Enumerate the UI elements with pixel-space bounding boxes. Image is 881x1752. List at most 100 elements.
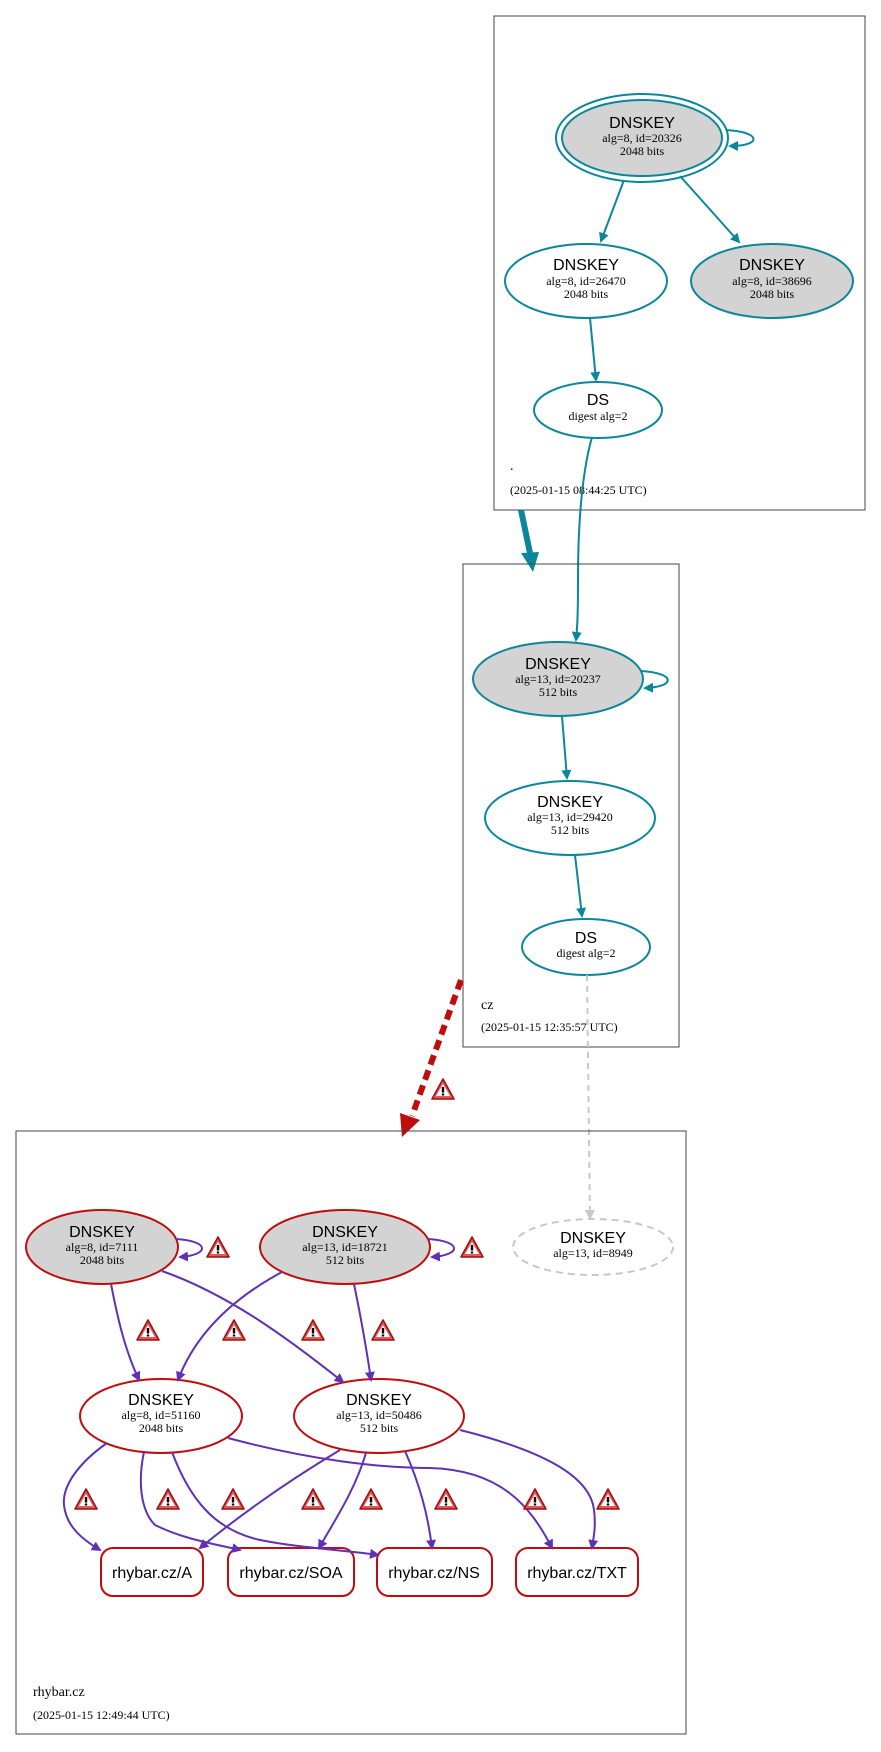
zone-cz-time: (2025-01-15 12:35:57 UTC) <box>481 1020 618 1034</box>
warning-icon <box>221 1488 245 1510</box>
delegation-root-cz-arrowhead <box>521 552 539 572</box>
edge-50486-txt <box>459 1429 599 1550</box>
root-ksk-node[interactable]: DNSKEY alg=8, id=20326 2048 bits <box>555 93 729 183</box>
rrset-soa-label: rhybar.cz/SOA <box>239 1565 342 1582</box>
rrset-txt-label: rhybar.cz/TXT <box>527 1565 627 1582</box>
rhybar-key-51160-bits: 2048 bits <box>139 1421 184 1435</box>
zone-root-time: (2025-01-15 08:44:25 UTC) <box>510 483 647 497</box>
root-ksk-alg: alg=8, id=20326 <box>602 131 682 145</box>
zone-root-label: . <box>510 459 514 474</box>
edge-root-ksk-38696 <box>679 175 741 244</box>
warning-icon <box>222 1319 246 1341</box>
cz-ds-digest: digest alg=2 <box>556 946 615 960</box>
rhybar-key-50486-title: DNSKEY <box>346 1392 412 1409</box>
delegation-cz-rhybar <box>409 978 464 1118</box>
cz-zsk-node[interactable]: DNSKEY alg=13, id=29420 512 bits <box>484 780 656 856</box>
edge-51160-txt <box>227 1437 553 1550</box>
warning-icon <box>460 1236 484 1258</box>
cz-zsk-alg: alg=13, id=29420 <box>527 810 613 824</box>
warning-icon <box>523 1488 547 1510</box>
warning-icon <box>156 1488 180 1510</box>
zone-rhybar-time: (2025-01-15 12:49:44 UTC) <box>33 1708 170 1722</box>
zone-rhybar-box <box>15 1130 687 1735</box>
edge-51160-soa <box>139 1451 242 1553</box>
rrset-soa-node[interactable]: rhybar.cz/SOA <box>227 1547 355 1597</box>
root-key-38696-node[interactable]: DNSKEY alg=8, id=38696 2048 bits <box>690 243 854 319</box>
cz-ksk-node[interactable]: DNSKEY alg=13, id=20237 512 bits <box>472 641 644 717</box>
edge-51160-a <box>62 1442 108 1552</box>
rhybar-key-18721-alg: alg=13, id=18721 <box>302 1240 388 1254</box>
cz-ds-title: DS <box>575 930 597 947</box>
rhybar-key-51160-node[interactable]: DNSKEY alg=8, id=51160 2048 bits <box>79 1378 243 1454</box>
rhybar-key-7111-alg: alg=8, id=7111 <box>66 1240 139 1254</box>
root-zsk-bits: 2048 bits <box>564 287 609 301</box>
rhybar-key-7111-self-edge <box>175 1238 203 1262</box>
edge-51160-ns <box>171 1451 380 1559</box>
zone-cz-box <box>462 563 680 1048</box>
edge-root-ds-cz-ksk <box>571 436 593 642</box>
cz-ksk-self-edge <box>640 670 669 693</box>
root-ksk-bits: 2048 bits <box>620 144 665 158</box>
edge-7111-50486 <box>161 1270 345 1384</box>
zone-root-box <box>493 15 866 511</box>
zone-cz-label: cz <box>481 998 493 1013</box>
root-zsk-node[interactable]: DNSKEY alg=8, id=26470 2048 bits <box>504 243 668 319</box>
rhybar-key-51160-alg: alg=8, id=51160 <box>121 1408 200 1422</box>
rrset-ns-label: rhybar.cz/NS <box>388 1565 480 1582</box>
warning-icon <box>434 1488 458 1510</box>
edge-18721-51160 <box>176 1271 283 1382</box>
rhybar-key-18721-self-edge <box>427 1238 455 1262</box>
root-ksk-self-edge <box>725 129 755 151</box>
rhybar-key-50486-bits: 512 bits <box>360 1421 399 1435</box>
delegation-root-cz <box>518 509 533 554</box>
root-key-38696-bits: 2048 bits <box>750 287 795 301</box>
warning-icon <box>301 1488 325 1510</box>
cz-ksk-alg: alg=13, id=20237 <box>515 672 601 686</box>
cz-ksk-title: DNSKEY <box>525 656 591 673</box>
edge-root-zsk-ds <box>589 317 601 382</box>
cz-ds-node[interactable]: DS digest alg=2 <box>521 918 651 976</box>
rhybar-key-7111-node[interactable]: DNSKEY alg=8, id=7111 2048 bits <box>25 1209 179 1285</box>
root-zsk-alg: alg=8, id=26470 <box>546 274 626 288</box>
warning-icon <box>206 1236 230 1258</box>
warning-icon <box>431 1078 455 1100</box>
edge-cz-ds-missing-key <box>584 974 595 1220</box>
rhybar-missing-key-title: DNSKEY <box>560 1230 626 1247</box>
edge-cz-ksk-zsk <box>561 715 572 780</box>
rhybar-key-50486-alg: alg=13, id=50486 <box>336 1408 422 1422</box>
root-ksk-title: DNSKEY <box>609 115 675 132</box>
edge-root-ksk-zsk <box>599 179 625 243</box>
rhybar-key-51160-title: DNSKEY <box>128 1392 194 1409</box>
rhybar-key-7111-bits: 2048 bits <box>80 1253 125 1267</box>
warning-icon <box>371 1319 395 1341</box>
edge-cz-zsk-ds <box>574 854 587 918</box>
rhybar-key-7111-title: DNSKEY <box>69 1224 135 1241</box>
rrset-txt-node[interactable]: rhybar.cz/TXT <box>515 1547 639 1597</box>
warning-icon <box>596 1488 620 1510</box>
edge-50486-ns <box>404 1450 436 1550</box>
warning-icon <box>136 1319 160 1341</box>
edge-50486-a <box>198 1449 341 1550</box>
root-ds-digest: digest alg=2 <box>568 409 627 423</box>
rrset-a-label: rhybar.cz/A <box>112 1565 192 1582</box>
warning-icon <box>301 1319 325 1341</box>
root-ds-title: DS <box>587 392 609 409</box>
rhybar-key-18721-title: DNSKEY <box>312 1224 378 1241</box>
warning-icon <box>74 1488 98 1510</box>
edge-18721-50486 <box>353 1283 375 1382</box>
rhybar-key-50486-node[interactable]: DNSKEY alg=13, id=50486 512 bits <box>293 1378 465 1454</box>
root-ds-node[interactable]: DS digest alg=2 <box>533 381 663 439</box>
rrset-a-node[interactable]: rhybar.cz/A <box>100 1547 204 1597</box>
cz-zsk-title: DNSKEY <box>537 794 603 811</box>
rrset-ns-node[interactable]: rhybar.cz/NS <box>376 1547 493 1597</box>
warning-icon <box>359 1488 383 1510</box>
delegation-cz-rhybar-arrowhead <box>400 1113 420 1137</box>
root-zsk-title: DNSKEY <box>553 257 619 274</box>
rhybar-missing-key-node[interactable]: DNSKEY alg=13, id=8949 <box>512 1218 674 1276</box>
root-key-38696-title: DNSKEY <box>739 257 805 274</box>
rhybar-key-18721-node[interactable]: DNSKEY alg=13, id=18721 512 bits <box>259 1209 431 1285</box>
edge-7111-51160 <box>110 1283 141 1382</box>
rhybar-key-18721-bits: 512 bits <box>326 1253 365 1267</box>
root-key-38696-alg: alg=8, id=38696 <box>732 274 812 288</box>
